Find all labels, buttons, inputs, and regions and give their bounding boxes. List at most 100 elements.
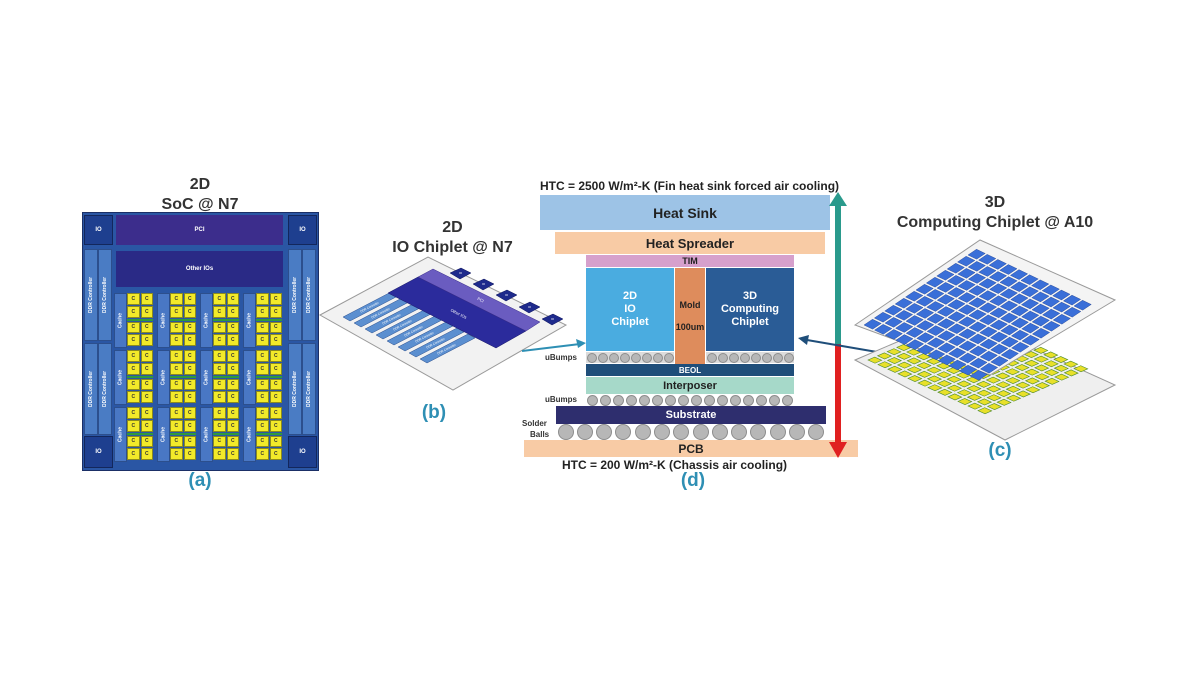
bump-ball xyxy=(769,424,786,440)
bump-ball xyxy=(615,424,632,440)
pci-label: PCI xyxy=(194,227,205,233)
compute-tile xyxy=(1042,308,1061,320)
core: C xyxy=(213,391,226,403)
bump-ball xyxy=(652,395,663,406)
compute-tile xyxy=(958,328,977,340)
core: C xyxy=(127,407,140,419)
compute-tile xyxy=(978,290,997,301)
compute-tile xyxy=(884,317,903,328)
logic-tile xyxy=(1033,346,1049,354)
bump-ball xyxy=(639,395,650,406)
compute-tile xyxy=(990,356,1009,367)
bump-ball xyxy=(608,352,619,363)
ddr-label: DDR Controller xyxy=(292,276,298,314)
logic-tile xyxy=(906,357,922,365)
bump-ball xyxy=(613,395,624,406)
logic-tile xyxy=(906,366,923,374)
cache-block: Cache xyxy=(114,293,127,348)
compute-tile xyxy=(946,275,966,286)
compute-tile xyxy=(905,315,924,326)
compute-tile xyxy=(927,349,946,361)
compute-tile xyxy=(958,352,977,364)
cache-block: Cache xyxy=(157,293,170,348)
compute-tile xyxy=(978,302,998,313)
logic-tile xyxy=(995,372,1011,380)
core: C xyxy=(213,435,226,448)
compute-tile xyxy=(957,268,976,279)
bump-ball xyxy=(706,352,717,363)
core: C xyxy=(127,334,140,346)
io-block-bottom-right: IO xyxy=(288,436,317,468)
mold-thickness-label: 100um xyxy=(675,322,705,332)
logic-tile xyxy=(1053,356,1069,363)
compute-tile xyxy=(989,283,1008,294)
solder-balls-label: Solder Balls xyxy=(522,418,549,440)
compute-tile xyxy=(916,320,935,331)
core: C xyxy=(256,407,269,419)
heat-flow-up-shaft xyxy=(835,204,841,344)
logic-tile xyxy=(996,398,1012,406)
compute-tile xyxy=(999,288,1018,299)
compute-tile xyxy=(905,291,924,302)
compute-tile xyxy=(946,263,965,274)
logic-tile xyxy=(1015,381,1031,389)
ddr-label: DDR Controller xyxy=(102,276,108,314)
compute-tile xyxy=(1000,312,1019,324)
computing-chiplet-line1: 3D xyxy=(742,290,758,302)
core: C xyxy=(170,435,183,448)
computing-chiplet-title-line1: 3D xyxy=(984,194,1006,211)
core-separator xyxy=(256,318,282,321)
ddr-controller-left-4: DDR Controller xyxy=(98,343,112,435)
logic-tile xyxy=(897,370,913,378)
io-chiplet-title-line2: IO Chiplet @ N7 xyxy=(392,239,513,256)
core-separator xyxy=(170,318,196,321)
core: C xyxy=(183,305,196,318)
ddr-label: DDR Controller xyxy=(102,370,108,408)
logic-tile xyxy=(1015,390,1031,398)
compute-tile xyxy=(958,316,977,327)
io-block xyxy=(495,289,518,302)
core: C xyxy=(256,305,269,318)
compute-tile xyxy=(905,327,924,338)
bump-ball xyxy=(630,352,641,363)
core-separator xyxy=(213,375,239,378)
core: C xyxy=(183,334,196,346)
compute-tile xyxy=(967,249,986,260)
compute-tile xyxy=(1000,349,1019,360)
core: C xyxy=(213,407,226,419)
compute-tile xyxy=(895,334,914,345)
mold-label: Mold xyxy=(679,300,701,310)
compute-tile xyxy=(1010,293,1029,305)
io-block-bottom-left: IO xyxy=(84,436,113,468)
core: C xyxy=(213,419,226,432)
logic-tile xyxy=(896,344,912,351)
core: C xyxy=(170,293,183,305)
compute-tile xyxy=(1062,294,1082,306)
core: C xyxy=(170,378,183,391)
logic-tile xyxy=(1034,382,1051,389)
soc-floorplan: IO IO IO IO PCI Other IOs DDR Controller… xyxy=(82,212,319,471)
compute-tile xyxy=(925,277,945,288)
cache-block: Cache xyxy=(114,407,127,462)
io-chiplet-die-line3: Chiplet xyxy=(611,316,649,328)
compute-tile xyxy=(978,254,997,265)
compute-tile xyxy=(1042,321,1061,332)
compute-tile xyxy=(1052,289,1071,301)
compute-tile xyxy=(999,264,1018,275)
pci-label: PCI xyxy=(477,296,485,303)
logic-tile xyxy=(916,362,932,369)
bump-ball xyxy=(782,395,793,406)
logic-tile xyxy=(937,388,953,396)
cache-block: Cache xyxy=(200,407,213,462)
core: C xyxy=(127,293,140,305)
logic-tile xyxy=(896,352,912,360)
core: C xyxy=(127,350,140,362)
core: C xyxy=(127,448,140,460)
compute-tile xyxy=(936,282,955,293)
logic-tile xyxy=(927,384,943,392)
logic-tile xyxy=(977,407,993,415)
